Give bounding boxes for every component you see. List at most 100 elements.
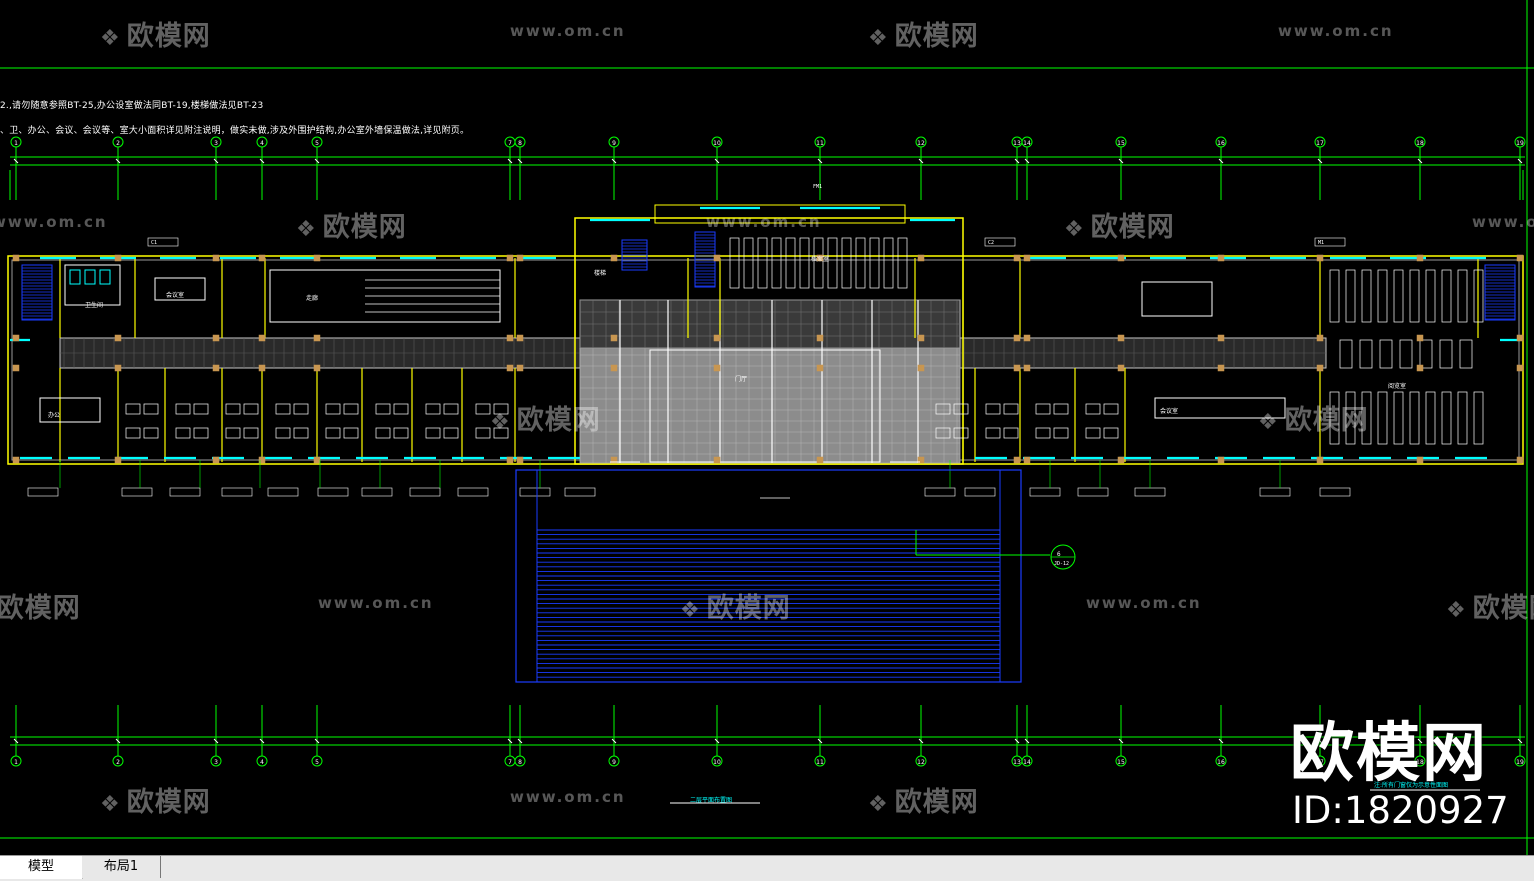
archive-shelf — [841, 237, 852, 289]
dimension-tick — [1024, 738, 1030, 744]
column — [313, 364, 321, 372]
grid-axis-bubble — [112, 136, 124, 148]
tag-box — [147, 237, 179, 247]
reading-table — [1419, 339, 1433, 369]
column — [114, 456, 122, 464]
archive-shelf — [743, 237, 754, 289]
grid-axis-number: 9 — [612, 140, 616, 147]
column — [1316, 364, 1324, 372]
desk — [1003, 403, 1019, 415]
meeting-table — [39, 397, 101, 423]
floor-plan-drawing[interactable]: 1122334455778899101011111212131314141515… — [0, 0, 1534, 855]
bookshelf — [1409, 391, 1420, 445]
desk — [343, 427, 359, 439]
column — [1013, 254, 1021, 262]
reading-table — [1379, 339, 1393, 369]
tag-box — [1134, 487, 1166, 497]
grid-axis-number: 18 — [1416, 140, 1424, 147]
dimension-tick — [1218, 738, 1224, 744]
window-tag: C2 — [988, 240, 995, 246]
grid-axis-number: 8 — [518, 140, 522, 147]
toilet-block — [64, 264, 121, 306]
drawing-note-2: 、卫、办公、会议、会议等、室大小面积详见附注说明，做实未做,涉及外围护结构,办公… — [0, 126, 470, 136]
column — [313, 254, 321, 262]
grid-axis-number: 2 — [116, 759, 120, 766]
dimension-tick — [115, 738, 121, 744]
grid-axis-number: 5 — [315, 759, 319, 766]
bookshelf — [1441, 391, 1452, 445]
bookshelf — [1345, 269, 1356, 323]
grid-axis-number: 16 — [1217, 140, 1225, 147]
tag-box — [27, 487, 59, 497]
tab-layout1[interactable]: 布局1 — [82, 856, 161, 878]
grid-axis-number: 3 — [214, 140, 218, 147]
bookshelf — [1377, 391, 1388, 445]
room-label-office-1: 办公 — [48, 412, 61, 419]
grid-axis-bubble — [1414, 136, 1426, 148]
desk — [953, 427, 969, 439]
dimension-tick — [1517, 158, 1523, 164]
desk — [325, 403, 341, 415]
column — [313, 334, 321, 342]
grid-axis-bubble — [814, 136, 826, 148]
archive-shelf — [869, 237, 880, 289]
grid-axis-bubble — [311, 755, 323, 767]
grid-axis-bubble — [1115, 136, 1127, 148]
dimension-tick — [817, 738, 823, 744]
room-label-reading: 阅览室 — [1388, 383, 1407, 390]
layout-tab-bar: 模型 布局1 — [0, 855, 1534, 881]
grid-axis-number: 7 — [508, 140, 512, 147]
column — [258, 456, 266, 464]
desk — [425, 403, 441, 415]
dimension-tick — [517, 738, 523, 744]
dimension-tick — [817, 158, 823, 164]
column — [516, 364, 524, 372]
column — [917, 364, 925, 372]
dimension-tick — [1118, 158, 1124, 164]
grid-axis-number: 17 — [1316, 759, 1324, 766]
dimension-tick — [714, 738, 720, 744]
column — [1023, 334, 1031, 342]
grid-axis-number: 1 — [14, 140, 18, 147]
column — [610, 334, 618, 342]
desk — [375, 403, 391, 415]
dimension-tick — [1118, 738, 1124, 744]
desk — [143, 403, 159, 415]
grid-axis-bubble — [1414, 755, 1426, 767]
dimension-tick — [1417, 738, 1423, 744]
grid-axis-number: 18 — [1416, 759, 1424, 766]
archive-shelf — [757, 237, 768, 289]
desk — [175, 403, 191, 415]
stair-outline — [1484, 264, 1516, 321]
column — [1117, 334, 1125, 342]
lobby-inner — [649, 349, 881, 463]
desk — [393, 427, 409, 439]
tab-model[interactable]: 模型 — [0, 856, 83, 879]
column — [1516, 254, 1524, 262]
desk — [475, 403, 491, 415]
archive-shelf — [771, 237, 782, 289]
grid-axis-bubble — [711, 136, 723, 148]
grid-axis-number: 1 — [14, 759, 18, 766]
grid-axis-bubble — [814, 755, 826, 767]
desk — [1085, 427, 1101, 439]
dimension-tick — [1317, 158, 1323, 164]
column — [713, 364, 721, 372]
grid-axis-number: 19 — [1516, 140, 1524, 147]
grid-axis-number: 11 — [816, 759, 824, 766]
bookshelf — [1361, 269, 1372, 323]
grid-axis-bubble — [112, 755, 124, 767]
room-label-corridor: 走廊 — [306, 295, 319, 302]
plan-note-title: 注:所有门窗仅为示意性面图 — [1374, 782, 1449, 789]
dimension-tick — [611, 738, 617, 744]
tag-box — [1029, 487, 1061, 497]
reading-table — [1359, 339, 1373, 369]
bookshelf — [1377, 269, 1388, 323]
column — [12, 456, 20, 464]
column — [917, 456, 925, 464]
column — [258, 254, 266, 262]
grid-axis-bubble — [1021, 755, 1033, 767]
grid-axis-number: 4 — [260, 759, 264, 766]
bookshelf — [1457, 391, 1468, 445]
